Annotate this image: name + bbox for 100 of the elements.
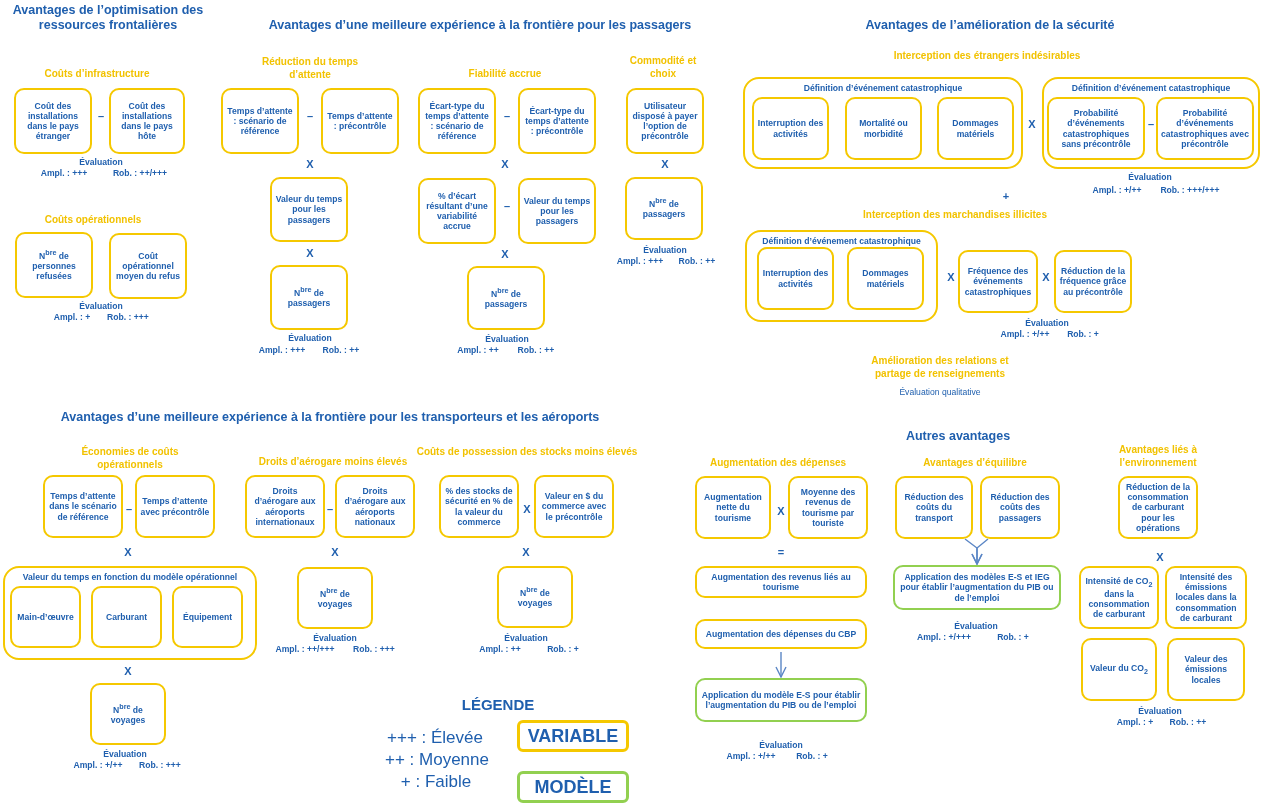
variable-box: Valeur en $ du commerce avec le précontrôle [534, 475, 614, 538]
variable-box: Mortalité ou morbidité [845, 97, 922, 160]
evaluation-text: Ampl. : ++ [479, 644, 521, 654]
operator-sign: X [947, 271, 955, 283]
operator-sign: X [124, 546, 132, 558]
group-box [745, 230, 938, 322]
operator-sign: – [125, 503, 133, 515]
variable-box: Valeur du temps pour les passagers [270, 177, 348, 242]
variable-box: Droits d’aérogare aux aéroports nationaux [335, 475, 415, 538]
variable-box: N$^{bre}$ de passagers [270, 265, 348, 330]
evaluation-text: Rob. : + [997, 632, 1029, 642]
variable-box: Réduction de la fréquence grâce au précontrôle [1054, 250, 1132, 313]
evaluation-text: Évaluation [759, 740, 803, 750]
variable-box: Moyenne des revenus de tourisme par touriste [788, 476, 868, 539]
variable-box: Dommages matériels [847, 247, 924, 310]
variable-box: Fréquence des événements catastrophiques [958, 250, 1038, 313]
section-title: Avantages d’une meilleure expérience à la frontière pour les passagers [268, 18, 692, 33]
variable-box: Intensité des émissions locales dans la consommation de carburant [1165, 566, 1247, 629]
legend-swatch: MODÈLE [517, 771, 629, 803]
category-heading: Augmentation des dépenses [709, 457, 847, 470]
evaluation-text: Rob. : +++ [139, 760, 181, 770]
variable-box: Augmentation des revenus liés au tourisme [695, 566, 867, 598]
evaluation-text: Évaluation [1128, 172, 1172, 182]
evaluation-text: Ampl. : +/++ [1092, 185, 1142, 195]
evaluation-text: Évaluation [79, 301, 123, 311]
operator-sign: X [501, 158, 509, 170]
evaluation-text: Ampl. : +/++ [73, 760, 123, 770]
variable-box: N$^{bre}$ de voyages [497, 566, 573, 628]
category-heading: Amélioration des relations et partage de renseignements [870, 355, 1010, 380]
operator-sign: – [97, 110, 105, 122]
evaluation-text: Rob. : + [1067, 329, 1099, 339]
model-box: Application des modèles E-S et IEG pour établir l’augmentation du PIB ou de l’emploi [893, 565, 1061, 610]
variable-box: % d’écart résultant d’une variabilité accrue [418, 178, 496, 244]
variable-box: N$^{bre}$ de personnes refusées [15, 232, 93, 298]
category-heading: Réduction du temps d’attente [260, 56, 360, 81]
variable-box: N$^{bre}$ de voyages [297, 567, 373, 629]
variable-box: Écart-type du temps d’attente : scénario de référence [418, 88, 496, 154]
operator-sign: = [777, 546, 785, 558]
variable-box: Valeur du CO$_{2}$ [1081, 638, 1157, 701]
group-heading: Valeur du temps en fonction du modèle opérationnel [21, 572, 239, 583]
evaluation-text: Évaluation qualitative [899, 387, 981, 397]
category-heading: Fiabilité accrue [468, 68, 542, 81]
legend-item: + : Faible [400, 772, 472, 792]
variable-box: Probabilité d’événements catastrophiques avec précontrôle [1156, 97, 1254, 160]
section-title: Autres avantages [905, 429, 1011, 444]
arrow [971, 538, 989, 565]
operator-sign: X [124, 665, 132, 677]
operator-sign: X [306, 247, 314, 259]
arrow [775, 651, 787, 678]
evaluation-text: Ampl. : + [53, 312, 91, 322]
variable-box: Temps d’attente : précontrôle [321, 88, 399, 154]
evaluation-text: Rob. : ++/+++ [112, 168, 168, 178]
category-heading: Interception des marchandises illicites [863, 209, 1047, 222]
category-heading: Coûts opérationnels [44, 214, 142, 227]
operator-sign: X [522, 546, 530, 558]
group-heading: Définition d’événement catastrophique [1070, 83, 1232, 94]
evaluation-text: Rob. : + [547, 644, 579, 654]
group-heading: Définition d’événement catastrophique [761, 236, 922, 247]
section-title: Avantages de l’optimisation des ressources frontalières [11, 3, 205, 33]
operator-sign: X [501, 248, 509, 260]
variable-box: Dommages matériels [937, 97, 1014, 160]
evaluation-text: Rob. : ++ [322, 345, 360, 355]
operator-sign: X [1028, 118, 1036, 130]
variable-box: Coût opérationnel moyen du refus [109, 233, 187, 299]
legend-item: ++ : Moyenne [385, 750, 489, 770]
variable-box: Temps d’attente dans le scénario de référence [43, 475, 123, 538]
category-heading: Interception des étrangers indésirables [893, 50, 1081, 63]
variable-box: Réduction de la consommation de carburant pour les opérations [1118, 476, 1198, 539]
variable-box: Temps d’attente : scénario de référence [221, 88, 299, 154]
evaluation-text: Ampl. : +/++ [726, 751, 776, 761]
variable-box: Valeur des émissions locales [1167, 638, 1245, 701]
evaluation-text: Évaluation [954, 621, 998, 631]
variable-box: Probabilité d’événements catastrophiques sans précontrôle [1047, 97, 1145, 160]
variable-box: % des stocks de sécurité en % de la valeur du commerce [439, 475, 519, 538]
evaluation-text: Rob. : ++ [678, 256, 716, 266]
variable-box: N$^{bre}$ de passagers [625, 177, 703, 240]
operator-sign: X [1156, 551, 1164, 563]
variable-box: Intensité de CO$_{2}$ dans la consommation de carburant [1079, 566, 1159, 629]
evaluation-text: Ampl. : ++ [457, 345, 499, 355]
variable-box: Temps d’attente avec précontrôle [135, 475, 215, 538]
category-heading: Avantages d’équilibre [923, 457, 1027, 470]
variable-box: Équipement [172, 586, 243, 648]
operator-sign: X [523, 503, 531, 515]
operator-sign: + [1002, 190, 1010, 202]
evaluation-text: Ampl. : +++ [616, 256, 664, 266]
variable-box: Augmentation des dépenses du CBP [695, 619, 867, 649]
group-box [743, 77, 1023, 169]
variable-box: N$^{bre}$ de voyages [90, 683, 166, 745]
variable-box: Coût des installations dans le pays hôte [109, 88, 185, 154]
variable-box: Droits d’aérogare aux aéroports internationaux [245, 475, 325, 538]
legend-title: LÉGENDE [461, 696, 535, 713]
model-box: Application du modèle E-S pour établir l’augmentation du PIB ou de l’emploi [695, 678, 867, 722]
operator-sign: X [306, 158, 314, 170]
operator-sign: – [503, 110, 511, 122]
evaluation-text: Rob. : + [796, 751, 828, 761]
variable-box: Réduction des coûts du transport [895, 476, 973, 539]
evaluation-text: Ampl. : +++ [40, 168, 88, 178]
evaluation-text: Rob. : ++ [1169, 717, 1207, 727]
operator-sign: – [326, 503, 334, 515]
operator-sign: X [1042, 271, 1050, 283]
